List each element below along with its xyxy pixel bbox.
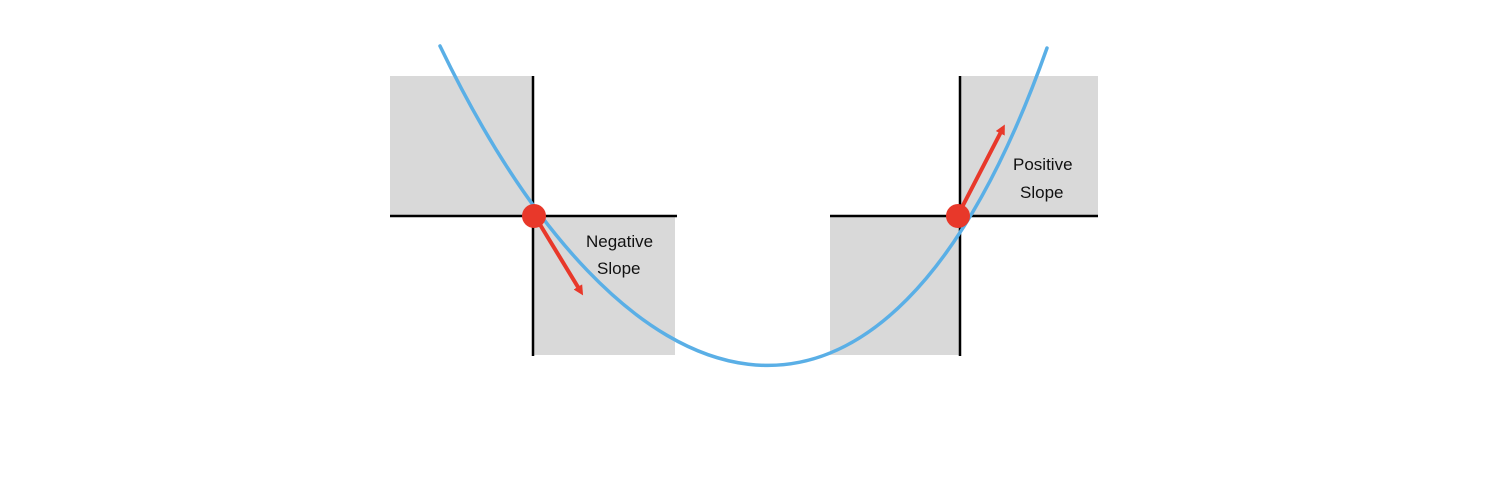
negative-slope-label-line2: Slope [597,259,640,278]
positive-slope-arrow [956,124,1005,216]
positive-slope-label-line1: Positive [1013,155,1073,174]
negative-slope-label-line1: Negative [586,232,653,251]
left-upper-quadrant [390,76,533,216]
negative-slope-arrow [534,216,584,296]
positive-slope-label-line2: Slope [1020,183,1063,202]
right-quadrants [830,76,1098,356]
right-lower-quadrant [830,216,960,355]
right-point [946,204,970,228]
left-point [522,204,546,228]
